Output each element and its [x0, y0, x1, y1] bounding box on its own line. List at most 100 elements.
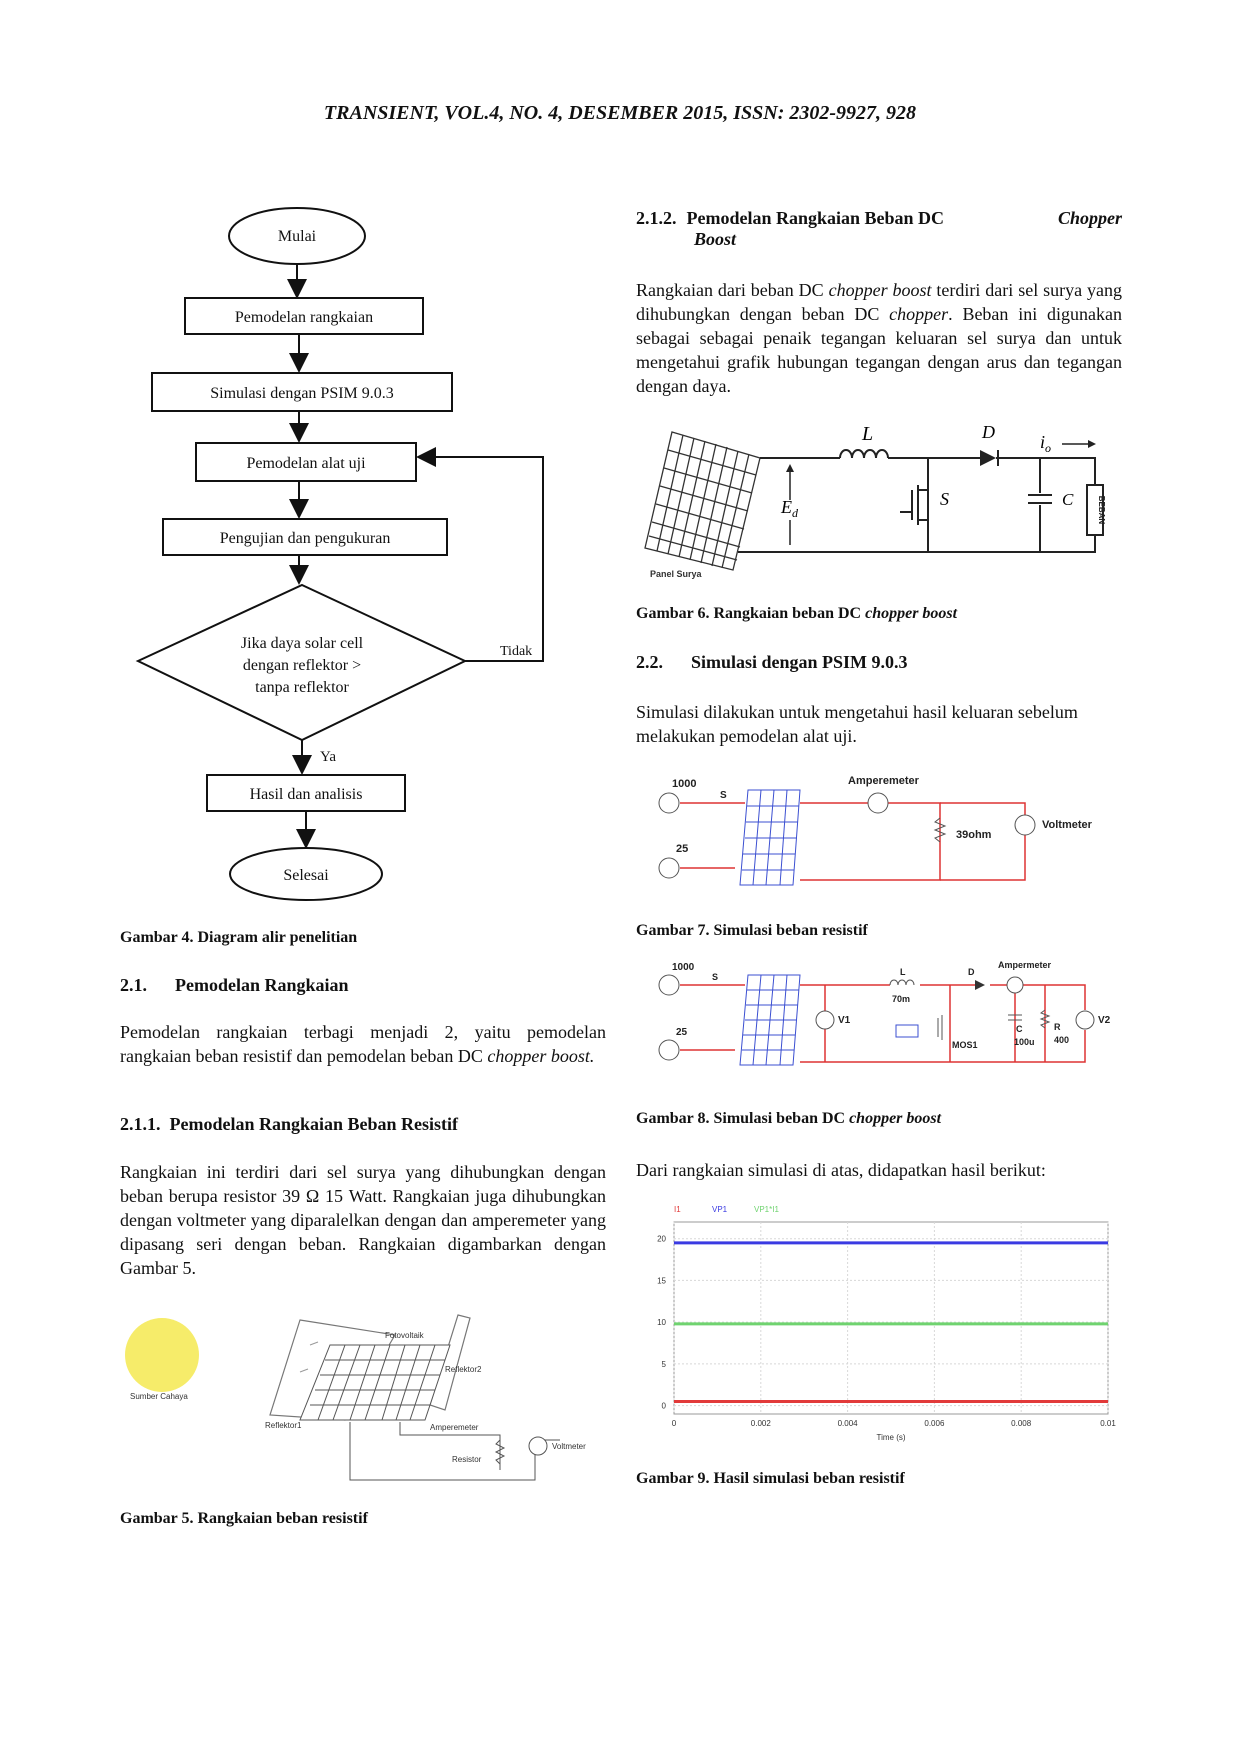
section-title: Pemodelan Rangkaian [175, 975, 349, 995]
flow-step-node [151, 372, 453, 412]
flow-step-label: Simulasi dengan PSIM 9.0.3 [210, 385, 394, 402]
voltage-arrow-head [786, 464, 794, 472]
fig7-caption: Gambar 7. Simulasi beban resistif [636, 922, 868, 939]
heading-words: Pemodelan Rangkaian Beban DC Chopper [687, 208, 1123, 229]
x-tick-label: 0 [672, 1419, 677, 1428]
resistor-icon [1039, 1009, 1051, 1029]
fig8-V1-label: V1 [838, 1015, 851, 1026]
y-tick-label: 20 [657, 1235, 666, 1244]
fig8-Lval-label: 70m [892, 994, 910, 1004]
source-icon [658, 857, 680, 879]
pv-module-icon [739, 974, 801, 1066]
fig7-25-label: 25 [676, 843, 688, 855]
paragraph-2-1-1: Rangkaian ini terdiri dari sel surya yan… [120, 1162, 606, 1278]
fig7-S-label: S [720, 790, 727, 801]
diode-icon [975, 980, 985, 990]
section-2-1-1-heading: 2.1.1. Pemodelan Rangkaian Beban Resisti… [120, 1114, 458, 1135]
voltmeter-icon [815, 1010, 835, 1030]
fig8-Cval-label: 100u [1014, 1037, 1035, 1047]
fig5-ref1-label: Reflektor1 [265, 1421, 302, 1430]
fig8-wire [990, 984, 1086, 1010]
flow-decision-line: tanpa reflektor [255, 679, 349, 696]
fig8-caption: Gambar 8. Simulasi beban DC chopper boos… [636, 1110, 941, 1128]
flow-step-node [184, 297, 424, 335]
grid [673, 1222, 1109, 1414]
voltmeter-icon [1075, 1010, 1095, 1030]
y-tick-label: 15 [657, 1276, 666, 1285]
source-icon [658, 1039, 680, 1061]
flow-step-label: Pengujian dan pengukuran [220, 530, 391, 547]
x-axis-label: Time (s) [876, 1433, 905, 1442]
plot-area [673, 1221, 1109, 1415]
flow-step-label: Hasil dan analisis [250, 786, 363, 803]
sun-icon [125, 1318, 199, 1392]
fig8-C-label: C [1016, 1024, 1023, 1034]
ammeter-icon [867, 792, 889, 814]
flow-no-label: Tidak [500, 644, 532, 659]
fig6-wire [738, 535, 1096, 553]
fig6-D-label: D [981, 422, 995, 442]
fig5-voltmeter-label: Voltmeter [552, 1442, 586, 1451]
section-number: 2.1. [120, 975, 147, 995]
flow-step-node [162, 518, 448, 556]
fig7-res-label: 39ohm [956, 829, 992, 841]
flowchart-diagram: Mulai Pemodelan rangkaian Simulasi denga… [135, 207, 544, 901]
fig6-S-label: S [940, 489, 949, 509]
paragraph-2-1-2: Rangkaian dari beban DC chopper boost te… [636, 278, 1122, 398]
legend-entry: I1 [674, 1205, 681, 1214]
current-arrow-head [1088, 440, 1096, 448]
fig8-mos-label: MOS1 [952, 1040, 978, 1050]
flow-end-node [229, 847, 383, 901]
pv-module-icon [739, 789, 801, 886]
section-title: Simulasi dengan PSIM 9.0.3 [691, 652, 908, 672]
x-tick-label: 0.008 [1011, 1419, 1032, 1428]
fig6-panel-label: Panel Surya [650, 569, 703, 579]
fig7-wire [800, 802, 941, 881]
x-tick-label: 0.01 [1100, 1419, 1116, 1428]
inductor-icon [889, 979, 915, 986]
reflector-mark [309, 1341, 319, 1346]
y-tick-label: 0 [662, 1402, 667, 1411]
fig7-volt-label: Voltmeter [1042, 819, 1093, 831]
caption-emphasis: chopper boost [849, 1110, 942, 1127]
load-box [1086, 484, 1104, 536]
paragraph-emphasis: chopper [889, 304, 949, 324]
fig5-illustration: Sumber Cahaya Fotovoltaik Reflektor2 Ref… [125, 1314, 586, 1481]
fig8-25-label: 25 [676, 1027, 688, 1038]
source-icon [658, 792, 680, 814]
fig5-sun-label: Sumber Cahaya [130, 1392, 188, 1401]
fig6-wire [1010, 457, 1096, 485]
fig5-resistor-label: Resistor [452, 1455, 482, 1464]
inductor-icon [839, 449, 889, 459]
fig6-L-label: L [861, 423, 873, 445]
fig9-caption: Gambar 9. Hasil simulasi beban resistif [636, 1470, 905, 1487]
section-title: Pemodelan Rangkaian Beban DC [686, 208, 945, 228]
section-number: 2.2. [636, 652, 663, 672]
section-2-1-2-heading: 2.1.2. Pemodelan Rangkaian Beban DC Chop… [636, 208, 1122, 250]
voltmeter-icon [528, 1436, 548, 1456]
fig5-caption: Gambar 5. Rangkaian beban resistif [120, 1510, 368, 1527]
section-2-2-heading: 2.2. Simulasi dengan PSIM 9.0.3 [636, 652, 908, 673]
x-tick-label: 0.004 [838, 1419, 859, 1428]
y-tick-label: 5 [662, 1360, 667, 1369]
mosfet-icon [937, 1015, 943, 1040]
flow-yes-label: Ya [320, 749, 336, 765]
fig7-wire [940, 835, 1026, 881]
paragraph-emphasis: chopper boost [828, 280, 932, 300]
flow-decision-line: Jika daya solar cell [241, 635, 364, 652]
voltmeter-icon [1014, 814, 1036, 836]
fig6-Ed-label: Ed [780, 497, 799, 520]
fig6-beban-label: BEBAN [1097, 496, 1106, 525]
fig4-caption: Gambar 4. Diagram alir penelitian [120, 929, 358, 946]
flow-decision-line: dengan reflektor > [243, 657, 361, 674]
fig7-1000-label: 1000 [672, 778, 696, 790]
flow-step-label: Pemodelan alat uji [246, 455, 366, 472]
fig8-amp-label: Ampermeter [998, 960, 1052, 970]
fig8-Rval-label: 400 [1054, 1035, 1069, 1045]
fig8-simulation-circuit: 1000 25 S V1 L 70m MOS1 D Ampermeter C 1… [658, 960, 1111, 1066]
resistor-icon [933, 817, 947, 843]
section-number: 2.1.2. [636, 208, 677, 228]
section-number: 2.1.1. [120, 1114, 161, 1134]
